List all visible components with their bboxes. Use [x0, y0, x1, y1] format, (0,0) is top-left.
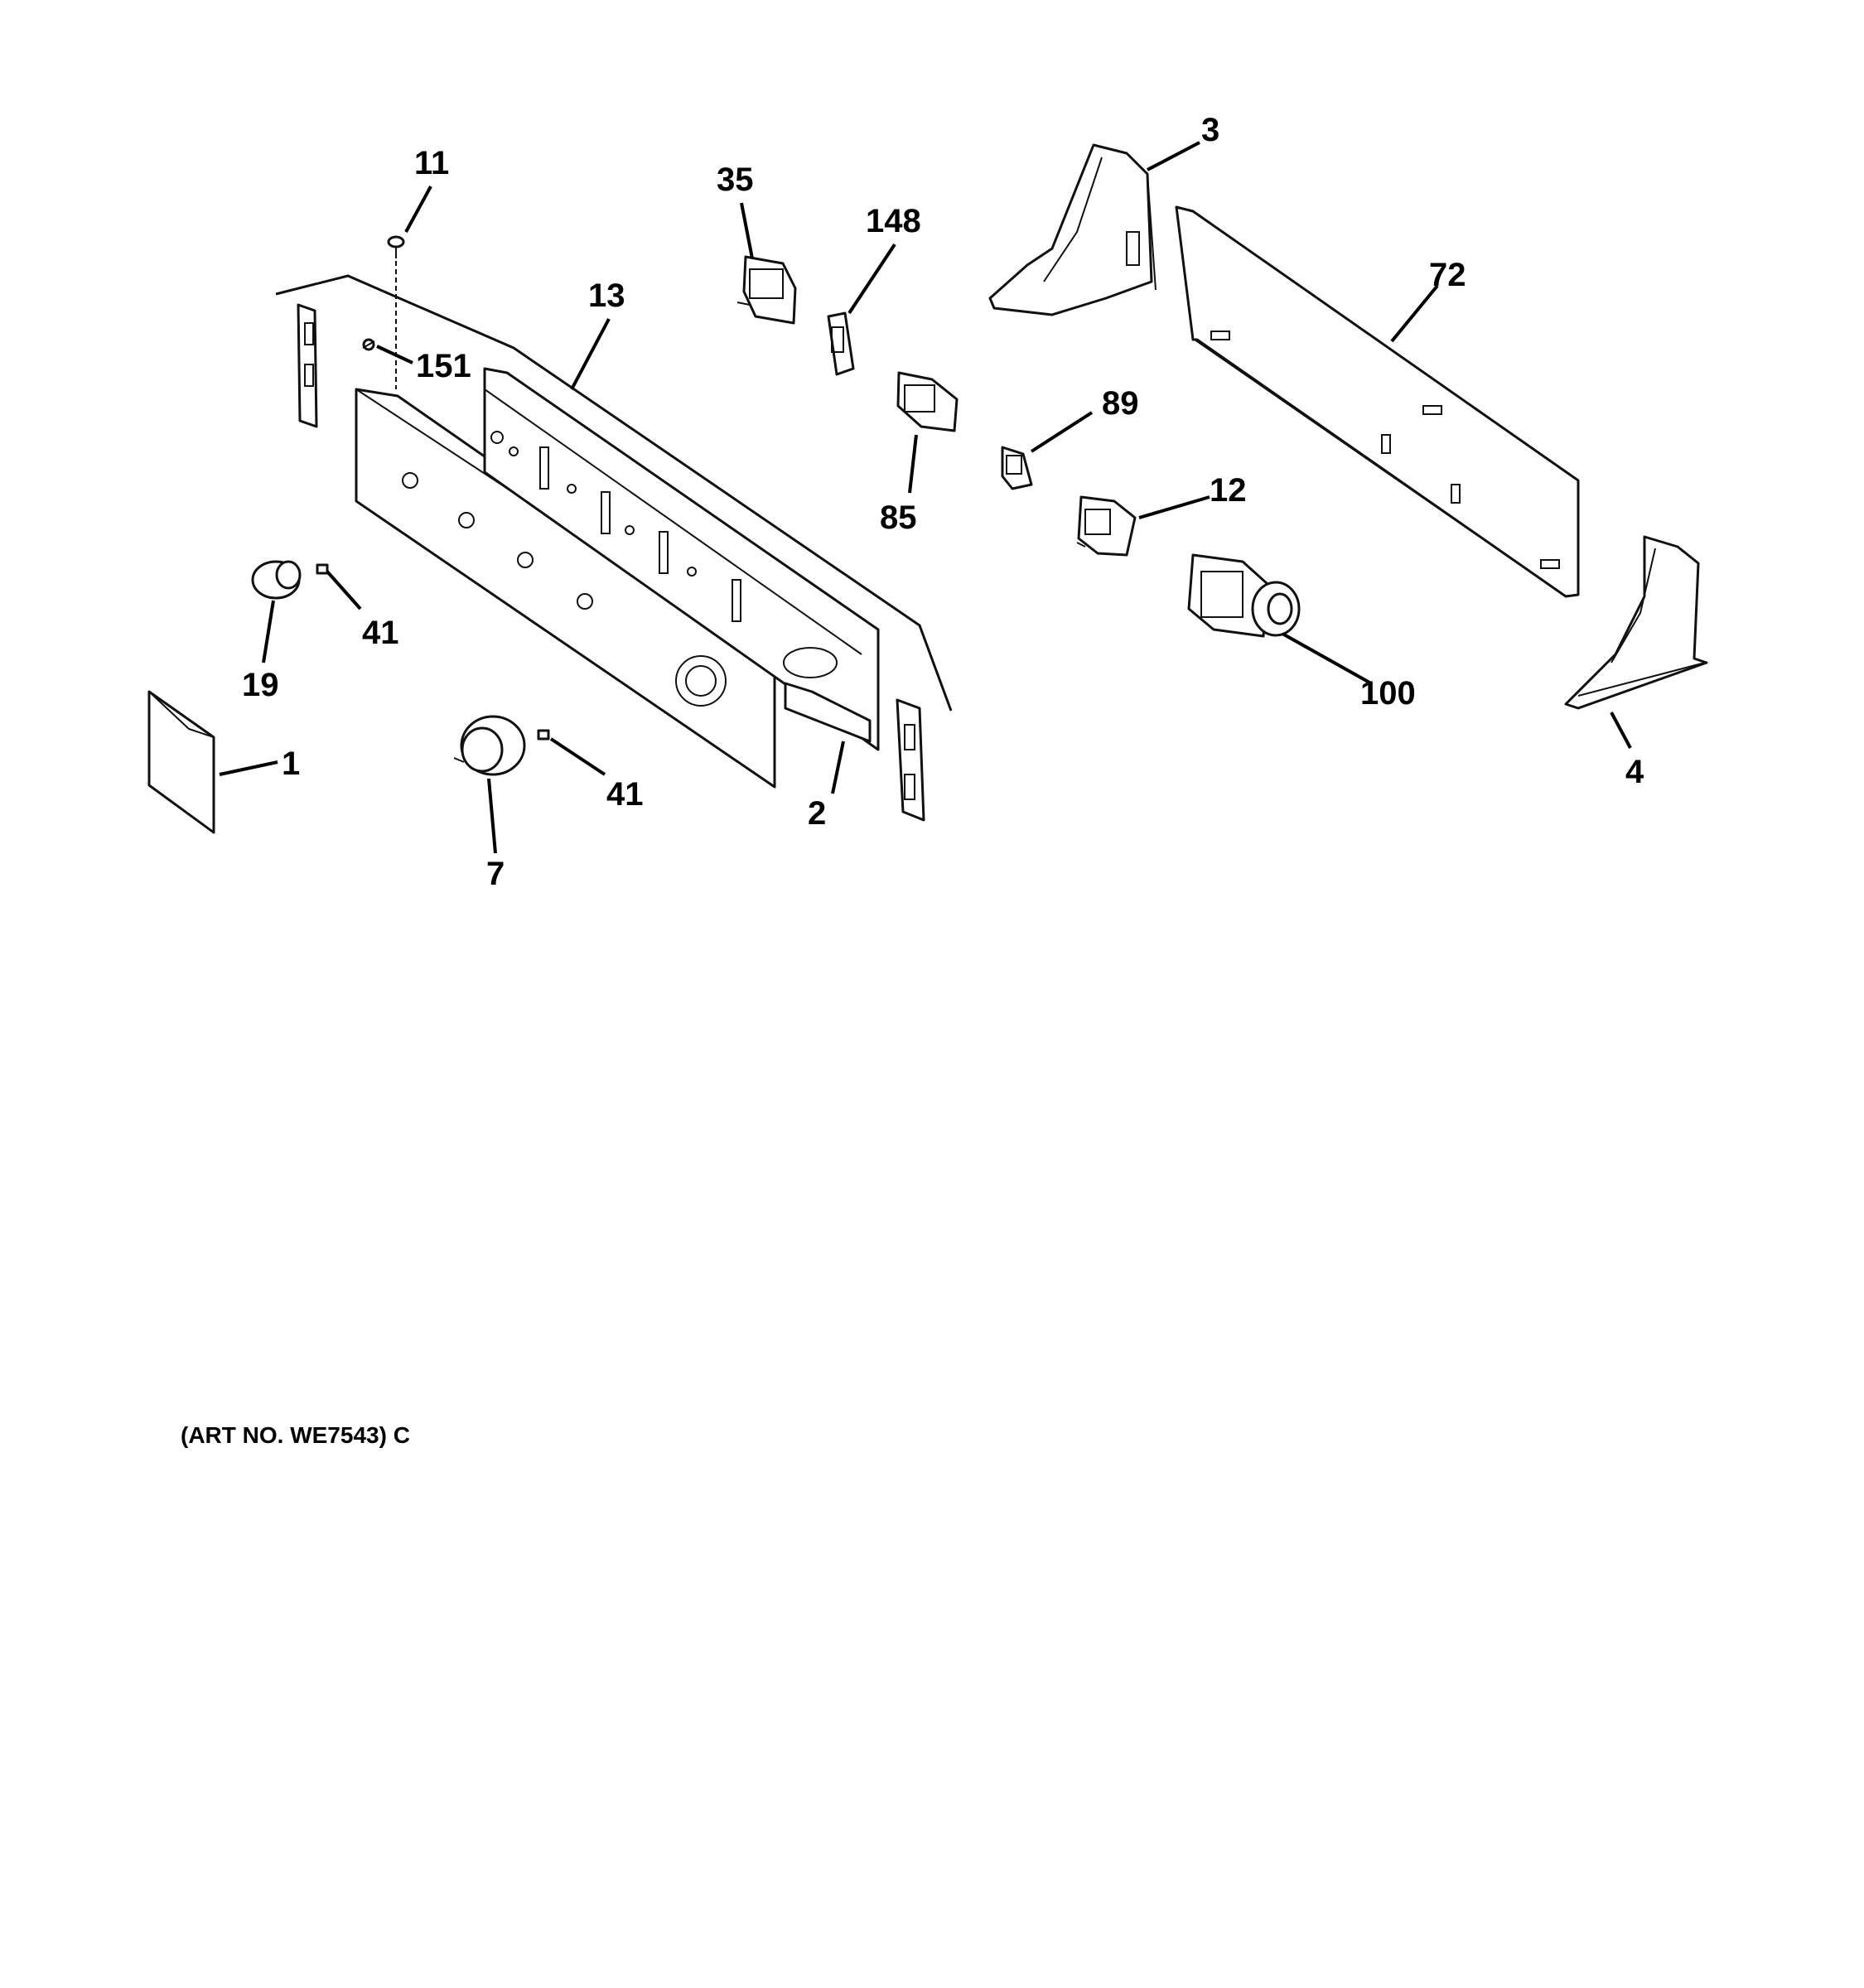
art-number: (ART NO. WE7543) C	[181, 1422, 410, 1448]
leader-100	[1282, 632, 1372, 685]
part-148-clip	[827, 311, 855, 376]
callout-12: 12	[1210, 472, 1247, 509]
leader-89	[1030, 411, 1094, 453]
part-35-switch	[736, 255, 797, 325]
leader-151	[376, 345, 413, 364]
part-13-bracket	[483, 367, 880, 751]
callout-85: 85	[880, 499, 917, 536]
part-41b-clip	[537, 729, 550, 741]
callout-11: 11	[414, 145, 449, 181]
callout-41b: 41	[606, 776, 644, 813]
part-4-right-support	[1564, 535, 1708, 710]
callout-19: 19	[242, 667, 279, 703]
leader-4	[1610, 712, 1632, 749]
callout-151: 151	[416, 348, 471, 384]
callout-13: 13	[588, 277, 625, 314]
part-2-bracket	[784, 682, 872, 743]
leader-lines	[219, 141, 1632, 854]
leader-11	[404, 186, 432, 233]
leader-13	[570, 318, 611, 390]
callout-labels: 1 2 3 4 7 11 12 13 19 35 41 41 72 85 89 …	[242, 112, 1644, 892]
leader-3	[1147, 141, 1200, 171]
leader-41b	[549, 737, 606, 776]
callout-7: 7	[486, 856, 505, 892]
part-1-envelope	[147, 690, 215, 834]
part-100-timer	[1187, 553, 1301, 638]
callout-2: 2	[808, 795, 826, 832]
left-end-cap	[297, 303, 318, 428]
callout-41a: 41	[362, 615, 399, 651]
callout-1: 1	[282, 746, 300, 782]
backsplash-outline	[275, 274, 953, 712]
leader-19	[262, 600, 275, 663]
leader-72	[1390, 284, 1439, 343]
leader-148	[847, 243, 896, 315]
part-7-timer-knob	[453, 715, 526, 776]
part-41a-clip	[316, 563, 329, 575]
leader-85	[908, 434, 918, 494]
callout-148: 148	[866, 203, 921, 239]
leader-7	[487, 778, 497, 854]
leader-12	[1138, 495, 1210, 519]
leader-1	[219, 760, 278, 776]
callout-35: 35	[717, 162, 754, 198]
leader-41a	[326, 570, 362, 610]
part-85-switch	[896, 371, 959, 432]
right-end-cap	[896, 698, 925, 822]
part-19-knob	[251, 560, 302, 600]
part-151-screw	[362, 338, 375, 351]
part-89-switch	[1001, 446, 1033, 490]
callout-3: 3	[1201, 112, 1219, 148]
callout-89: 89	[1102, 385, 1139, 422]
callout-4: 4	[1625, 754, 1644, 790]
callout-100: 100	[1360, 675, 1416, 712]
leader-35	[740, 202, 754, 259]
part-3-left-support	[988, 143, 1157, 316]
callout-72: 72	[1429, 257, 1466, 293]
part-12-switch	[1076, 495, 1137, 557]
part-72-rear-panel	[1175, 205, 1580, 598]
part-11-screw	[387, 235, 405, 389]
leader-2	[831, 741, 845, 794]
